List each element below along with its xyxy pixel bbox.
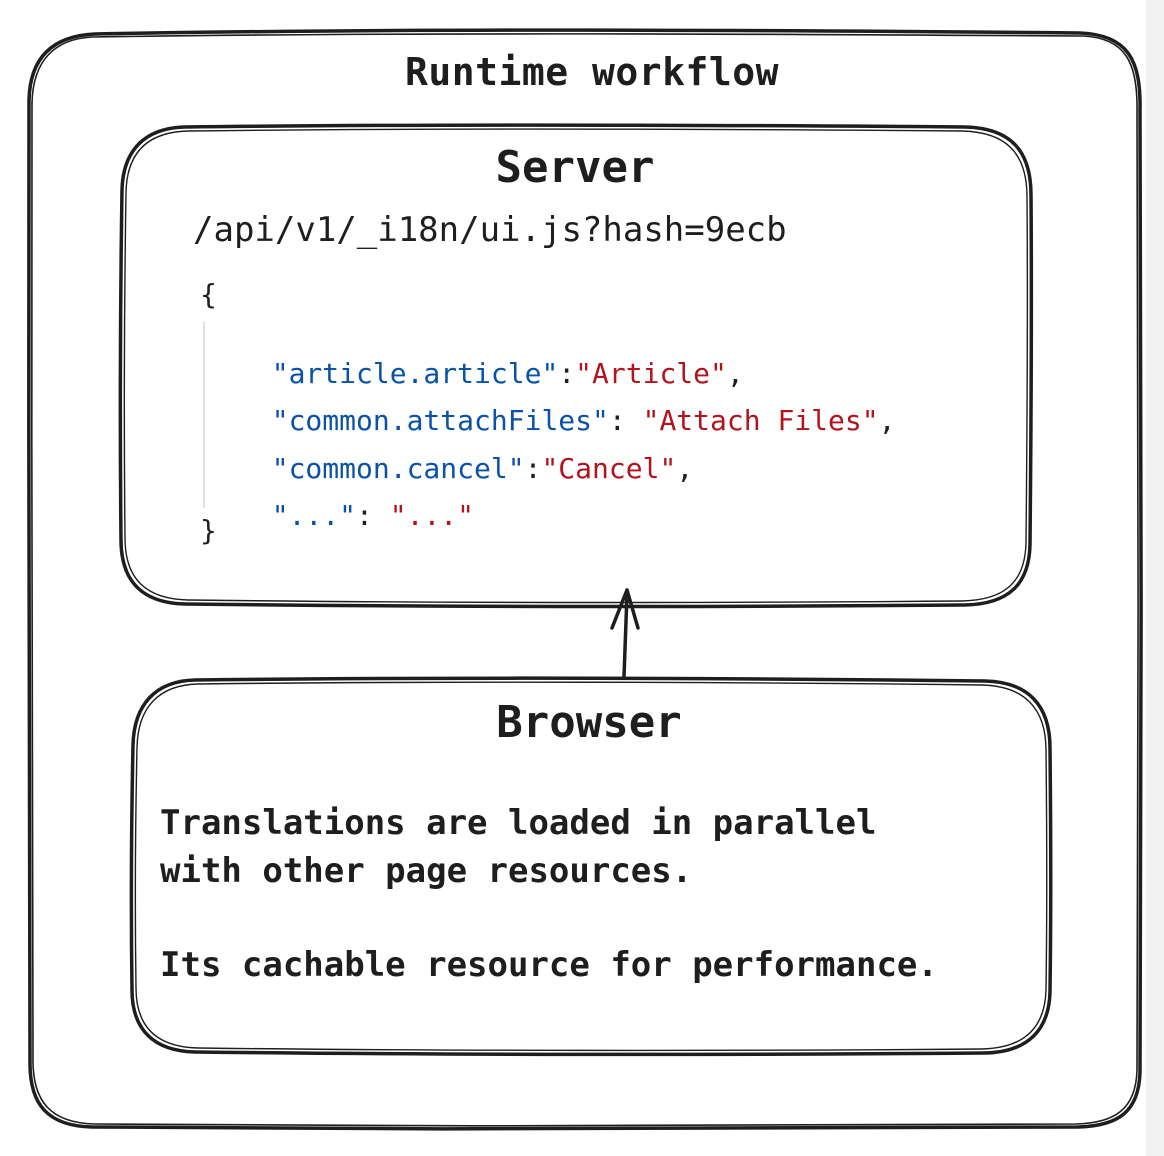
code-indent-guide — [203, 322, 205, 508]
code-close-brace: } — [200, 514, 217, 547]
browser-title: Browser — [496, 697, 682, 748]
json-comma: , — [676, 452, 694, 485]
endpoint-url: /api/v1/_i18n/ui.js?hash=9ecb — [193, 210, 787, 250]
arrow-browser-to-server — [610, 588, 640, 678]
code-line-article: "article.article":"Article", — [238, 324, 744, 390]
code-line-cancel: "common.cancel":"Cancel", — [238, 419, 693, 485]
json-separator: : — [524, 452, 542, 485]
json-value: "Attach Files" — [642, 404, 879, 437]
json-key: "common.attachFiles" — [271, 404, 609, 437]
outer-container — [27, 28, 1143, 1131]
browser-text-line-2: with other page resources. — [160, 851, 693, 891]
json-separator: : — [558, 357, 576, 390]
json-separator: : — [356, 499, 390, 532]
json-value: "Article" — [575, 357, 727, 390]
json-comma: , — [726, 357, 744, 390]
server-box — [118, 123, 1034, 609]
json-value: "Cancel" — [541, 452, 677, 485]
diagram-title: Runtime workflow — [404, 50, 780, 94]
code-line-ellipsis: "...": "..." — [238, 466, 474, 532]
json-separator: : — [608, 404, 643, 437]
json-comma: , — [878, 404, 896, 437]
browser-text-line-3: Its cachable resource for performance. — [160, 945, 938, 985]
browser-box — [129, 676, 1053, 1057]
json-key: "article.article" — [271, 357, 559, 390]
code-open-brace: { — [200, 278, 217, 311]
json-value: "..." — [389, 499, 475, 532]
json-key: "common.cancel" — [271, 452, 525, 485]
code-line-attach-files: "common.attachFiles": "Attach Files", — [238, 371, 896, 437]
browser-text-line-1: Translations are loaded in parallel — [160, 803, 877, 843]
right-edge-strip — [1146, 0, 1164, 1156]
server-title: Server — [495, 142, 655, 193]
json-key: "..." — [271, 499, 357, 532]
